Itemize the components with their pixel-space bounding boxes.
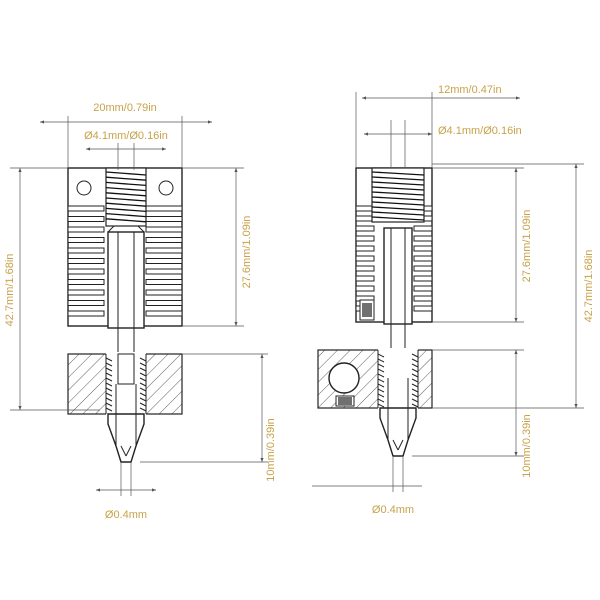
right-nozzle-label: Ø0.4mm [372,504,414,516]
heatsink-fin-slot [67,216,105,222]
heatsink-fin-slot [413,285,433,292]
left-overall-height-label: 42.7mm/1.68in [4,254,16,327]
heatsink-fin-slot [355,225,375,232]
right-nozzle-length-label: 10mm/0.39in [521,414,533,478]
right-bore-label: Ø4.1mm/Ø0.16in [438,125,522,137]
right-overall-height-label: 42.7mm/1.68in [583,250,595,323]
left-overall-height-dimension: 42.7mm/1.68in [4,167,100,411]
heatsink-fin-slot [355,285,375,292]
right-width-label: 12mm/0.47in [438,84,502,96]
heatsink-fin-slot [67,268,105,275]
heatsink-fin-slot [145,247,183,254]
heatsink-fin-slot [355,215,375,222]
left-nozzle-diameter-dimension: Ø0.4mm [96,462,156,521]
heatsink-fin-slot [355,275,375,282]
heatsink-fin-slot [413,225,433,232]
heatsink-fin-slot [413,275,433,282]
right-view: 12mm/0.47in Ø4.1mm/Ø0.16in 27.6mm/1.09in… [312,84,595,516]
right-nozzle-length-dimension: 10mm/0.39in [412,349,533,478]
heatsink-fin-slot [145,226,183,233]
right-width-dimension: 12mm/0.47in [355,84,520,168]
heatsink-fin-slot [67,300,105,306]
left-nozzle-length-label: 10mm/0.39in [265,418,277,482]
heatsink-fin-slot [145,310,183,317]
heatsink-fin-slot [145,279,183,285]
heatsink-fin-slot [413,295,433,302]
heatsink-fin-slot [413,235,433,242]
left-nozzle-label: Ø0.4mm [105,509,147,521]
heatsink-fin-slot [145,205,183,212]
right-heatsink-height-label: 27.6mm/1.09in [521,210,533,283]
heatsink-fin-slot [145,258,183,264]
heatsink-fin-slot [355,205,375,212]
right-top-thread [371,167,425,223]
heatsink-fin-slot [67,289,105,296]
left-width-dimension: 20mm/0.79in [40,102,212,168]
right-bore-dimension: Ø4.1mm/Ø0.16in [364,120,522,168]
left-bore-label: Ø4.1mm/Ø0.16in [84,130,168,142]
left-heatsink [67,167,183,383]
right-heatsink-height-dimension: 27.6mm/1.09in [432,167,533,323]
left-heatsink-height-dimension: 27.6mm/1.09in [182,167,253,327]
mount-hole-right [158,180,174,196]
heatsink-fin-slot [413,265,433,272]
heatsink-fin-slot [145,300,183,306]
heatsink-fin-slot [67,258,105,264]
heater-cartridge-hole [328,362,360,394]
heatsink-fin-slot [145,216,183,222]
right-heater-block [317,348,433,410]
left-heatsink-height-label: 27.6mm/1.09in [241,216,253,289]
heatsink-fin-slot [67,205,105,212]
heatsink-fin-slot [413,255,433,262]
left-bore-dimension: Ø4.1mm/Ø0.16in [84,130,168,170]
left-width-label: 20mm/0.79in [93,102,157,114]
left-top-thread [105,167,147,227]
heatsink-fin-slot [355,255,375,262]
heatsink-fin-slot [145,268,183,275]
heatsink-fin-slot [355,245,375,252]
heatsink-fin-slot [355,265,375,272]
right-overall-height-dimension: 42.7mm/1.68in [432,163,595,409]
heatsink-fin-slot [67,247,105,254]
heatsink-fin-slot [67,310,105,317]
heatsink-fin-slot [67,279,105,285]
heatsink-fin-slot [413,245,433,252]
heatsink-fin-slot [413,305,433,312]
right-nozzle-diameter-dimension: Ø0.4mm [312,456,422,516]
heatsink-fin-slot [67,237,105,243]
left-view: 20mm/0.79in Ø4.1mm/Ø0.16in 42.7mm/1.68in… [4,102,277,521]
left-heater-block [67,352,183,416]
heatsink-fin-slot [67,226,105,233]
right-heatsink [355,167,433,379]
heatsink-fin-slot [145,237,183,243]
heatsink-fin-slot [355,235,375,242]
mount-hole-left [76,180,92,196]
right-nozzle [379,378,417,457]
left-nozzle-length-dimension: 10mm/0.39in [140,353,277,482]
heatsink-fin-slot [145,289,183,296]
